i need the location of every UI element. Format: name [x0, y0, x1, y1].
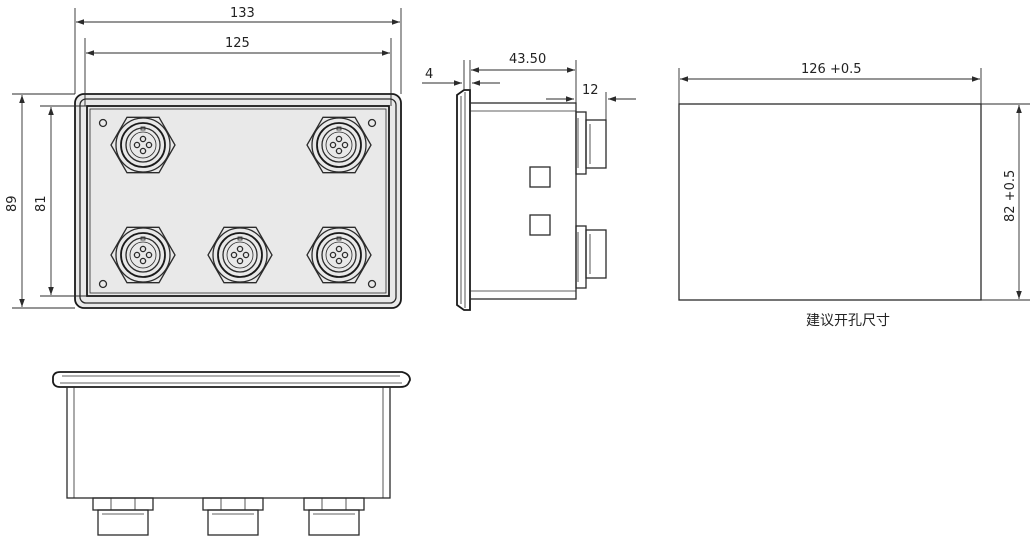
dim-label-12: 12	[582, 83, 599, 98]
dim-label-82: 82 +0.5	[1003, 170, 1018, 222]
front-connectors	[110, 116, 372, 284]
m12-connector	[110, 116, 176, 174]
cutout-rectangle	[678, 103, 982, 301]
front-face	[86, 105, 390, 297]
side-connector-bottom	[575, 225, 607, 289]
side-indicator-1	[529, 166, 551, 188]
cutout-caption: 建议开孔尺寸	[806, 313, 890, 329]
dim-label-126: 126 +0.5	[801, 62, 862, 77]
bottom-connectors	[92, 497, 365, 536]
dim-label-81: 81	[34, 195, 49, 212]
bottom-body	[66, 386, 391, 499]
dim-label-43-50: 43.50	[509, 52, 546, 67]
side-bezel	[456, 89, 471, 311]
bottom-connector	[92, 497, 154, 536]
front-face-inset	[89, 108, 387, 294]
dim-label-4: 4	[425, 67, 433, 82]
side-body	[469, 102, 577, 300]
cutout-view: 126 +0.5 82 +0.5 建议开孔尺寸	[678, 62, 1030, 329]
bottom-connector	[202, 497, 264, 536]
mount-hole-top-right	[367, 118, 377, 128]
dim-label-125: 125	[225, 36, 250, 51]
front-bezel-inner	[79, 98, 397, 304]
bottom-bezel	[52, 371, 411, 388]
dim-label-89: 89	[5, 195, 20, 212]
mount-hole-top-left	[98, 118, 108, 128]
m12-connector	[306, 116, 372, 174]
side-indicator-2	[529, 214, 551, 236]
m12-connector	[110, 226, 176, 284]
m12-connector	[306, 226, 372, 284]
dim-label-133: 133	[230, 6, 255, 21]
m12-connector	[207, 226, 273, 284]
mount-hole-bottom-left	[98, 279, 108, 289]
front-dimensions: 133 125 89 81	[5, 6, 402, 309]
side-connector-top	[575, 111, 607, 175]
bottom-connector	[303, 497, 365, 536]
side-dimensions: 4 43.50 12	[422, 52, 636, 120]
front-bezel-outline	[74, 93, 402, 309]
side-view	[456, 89, 607, 311]
front-view	[74, 93, 402, 309]
mount-hole-bottom-right	[367, 279, 377, 289]
bottom-view	[52, 371, 411, 536]
